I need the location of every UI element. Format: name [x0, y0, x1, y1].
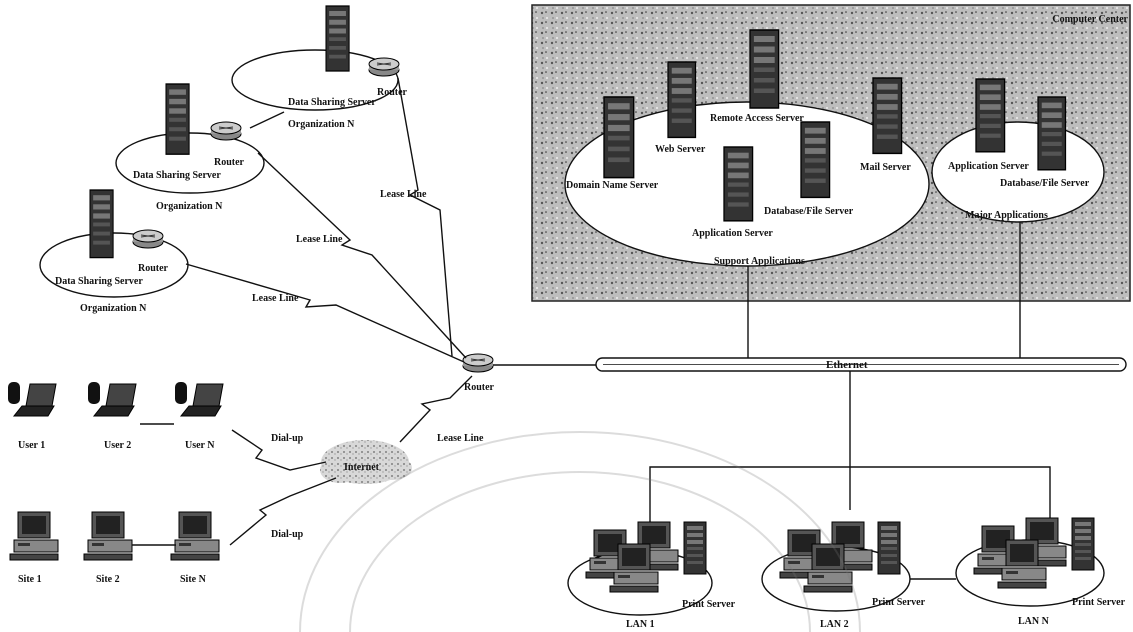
database-file-server-major-label: Database/File Server — [1000, 178, 1090, 189]
application-server-major-label: Application Server — [948, 161, 1029, 172]
ethernet-label: Ethernet — [826, 359, 868, 371]
remote-access-server-icon — [750, 30, 779, 108]
dialup-1-label: Dial-up — [271, 433, 304, 444]
lan-1-print-label: Print Server — [682, 599, 736, 610]
ethernet-backbone: Ethernet — [596, 358, 1126, 371]
main-router-label: Router — [464, 382, 495, 393]
site-n-icon — [171, 512, 219, 560]
org3-name-label: Organization N — [80, 303, 147, 314]
lease-line-org2 — [258, 153, 466, 358]
remote-access-server-label: Remote Access Server — [710, 113, 804, 124]
org3-server-label: Data Sharing Server — [55, 276, 143, 287]
lease-line-org1 — [398, 78, 452, 356]
organization-2: Router Data Sharing Server Organization … — [116, 84, 264, 212]
mail-server-icon — [873, 78, 902, 153]
user-2-icon — [88, 382, 136, 416]
site-2-icon — [84, 512, 132, 560]
mail-server-label: Mail Server — [860, 162, 911, 173]
org2-server-icon — [166, 84, 189, 154]
application-server-major-icon — [976, 79, 1005, 152]
site-1-icon — [10, 512, 58, 560]
org2-router-label: Router — [214, 157, 245, 168]
computer-center-label: Computer Center — [1052, 14, 1128, 25]
lan-2-print-label: Print Server — [872, 597, 926, 608]
org1-name-label: Organization N — [288, 119, 355, 130]
application-server-center-icon — [724, 147, 753, 221]
org3-router-icon — [133, 230, 163, 248]
support-applications-label: Support Applications — [714, 256, 805, 267]
org1-server-icon — [326, 6, 349, 71]
user-n-icon — [175, 382, 223, 416]
lease-line-4-label: Lease Line — [437, 433, 484, 444]
lan-2: Print Server LAN 2 — [762, 522, 926, 630]
lan-n-label: LAN N — [1018, 616, 1050, 627]
org3-router-label: Router — [138, 263, 169, 274]
org2-server-label: Data Sharing Server — [133, 170, 221, 181]
lease-line-2-label: Lease Line — [296, 234, 343, 245]
internet-label: Internet — [344, 462, 380, 473]
application-server-center-label: Application Server — [692, 228, 773, 239]
major-applications-label: Major Applications — [965, 210, 1048, 221]
internet-cloud-icon: Internet — [320, 440, 412, 484]
org2-router-icon — [211, 122, 241, 140]
site-n-label: Site N — [180, 574, 207, 585]
domain-name-server-label: Domain Name Server — [566, 180, 659, 191]
domain-name-server-icon — [604, 97, 634, 178]
major-applications-group: Major Applications — [932, 122, 1104, 222]
lease-line-org3 — [186, 264, 464, 362]
org2-name-label: Organization N — [156, 201, 223, 212]
lan-n: Print Server LAN N — [956, 518, 1126, 627]
lan-n-print-label: Print Server — [1072, 597, 1126, 608]
web-server-label: Web Server — [655, 144, 706, 155]
user-1-label: User 1 — [18, 440, 45, 451]
org1-router-icon — [369, 58, 399, 76]
org1-server-label: Data Sharing Server — [288, 97, 376, 108]
org2-org1-link — [250, 112, 284, 128]
lan-1-label: LAN 1 — [626, 619, 655, 630]
lease-line-1-label: Lease Line — [380, 189, 427, 200]
database-file-server-major-icon — [1038, 97, 1066, 170]
site-1-label: Site 1 — [18, 574, 42, 585]
user-2-label: User 2 — [104, 440, 131, 451]
lan-2-label: LAN 2 — [820, 619, 849, 630]
dialup-2-label: Dial-up — [271, 529, 304, 540]
user-n-label: User N — [185, 440, 215, 451]
organization-1: Router Data Sharing Server Organization … — [232, 6, 408, 130]
database-file-server-center-label: Database/File Server — [764, 206, 854, 217]
site-2-label: Site 2 — [96, 574, 120, 585]
web-server-icon — [668, 62, 696, 137]
org3-server-icon — [90, 190, 113, 258]
database-file-server-center-icon — [801, 122, 830, 197]
main-router-icon — [463, 354, 493, 372]
org1-router-label: Router — [377, 87, 408, 98]
lan-1: Print Server LAN 1 — [568, 522, 736, 630]
lease-line-3-label: Lease Line — [252, 293, 299, 304]
user-1-icon — [8, 382, 56, 416]
